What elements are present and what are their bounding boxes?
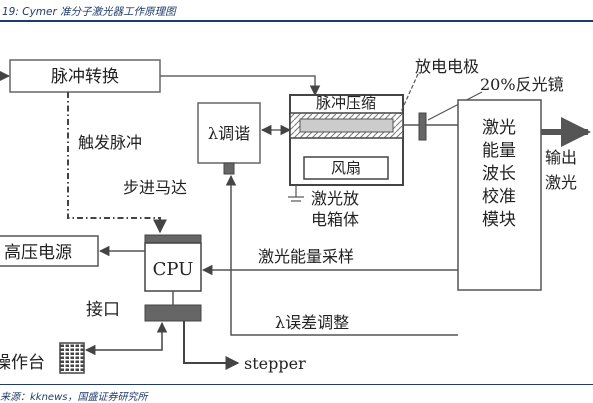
reflector-label: 20%反光镜 xyxy=(480,75,564,94)
laser-box-label-line1: 激光放 xyxy=(311,189,359,208)
hv-power-box xyxy=(0,235,99,267)
stepper-arrow xyxy=(183,321,240,370)
stepper-motor-block xyxy=(223,162,235,175)
electrode-label: 放电电极 xyxy=(415,57,479,76)
lambda-tune-box xyxy=(197,102,261,164)
electrode-bar xyxy=(299,118,394,133)
energy-sampling-label: 激光能量采样 xyxy=(258,247,354,266)
module-label-line4: 校准 xyxy=(482,187,516,207)
stepper-label: stepper xyxy=(244,354,306,373)
figure-caption: 19: Cymer 准分子激光器工作原理图 xyxy=(2,6,176,18)
laser-box-label-line2: 电箱体 xyxy=(311,210,359,229)
console-label: 操作台 xyxy=(0,353,45,373)
reflector-mirror xyxy=(418,112,427,141)
module-label-line5: 模块 xyxy=(482,210,516,230)
fan-label: 风扇 xyxy=(331,159,361,177)
module-label-line1: 激光 xyxy=(482,118,516,138)
source-note: 来源：kknews，国盛证券研究所 xyxy=(0,392,148,403)
pulse-convert-label: 脉冲转换 xyxy=(51,67,119,87)
lambda-error-label: λ误差调整 xyxy=(275,313,349,332)
caption-rule xyxy=(0,20,593,22)
console-keypad-icon xyxy=(59,342,85,374)
lambda-error-line xyxy=(225,174,458,336)
electrode-leader xyxy=(399,73,419,115)
output-label-line1: 输出 xyxy=(545,148,577,167)
hv-power-label: 高压电源 xyxy=(4,243,72,263)
interface-bar xyxy=(144,304,202,322)
console-link-arrow xyxy=(84,321,168,356)
trigger-pulse-line xyxy=(67,92,167,234)
cpu-box xyxy=(144,242,202,292)
trigger-pulse-label: 触发脉冲 xyxy=(78,133,142,152)
convert-to-compress-line xyxy=(160,75,321,97)
source-rule xyxy=(0,384,593,385)
cpu-label: CPU xyxy=(153,259,194,280)
pulse-compress-label: 脉冲压缩 xyxy=(316,94,376,112)
module-label-line3: 波长 xyxy=(482,164,516,184)
module-label-line2: 能量 xyxy=(482,141,516,161)
lambda-tune-label: λ调谐 xyxy=(208,124,250,143)
cpu-top-bar xyxy=(144,234,202,244)
fan-box xyxy=(303,156,389,180)
stepper-motor-label: 步进马达 xyxy=(123,178,187,197)
interface-label: 接口 xyxy=(86,300,120,320)
reflector-leader xyxy=(427,91,483,121)
calibration-module-box xyxy=(457,99,542,291)
output-label-line2: 激光 xyxy=(545,173,577,192)
